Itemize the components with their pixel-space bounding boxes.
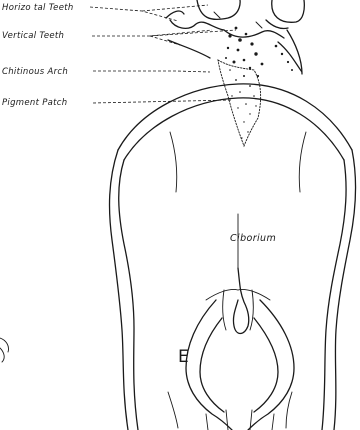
body-outline [110,132,356,430]
ciborium [186,214,294,430]
pigment-patch [218,27,293,146]
label-horizontal-teeth: Horizo tal Teeth [2,3,74,13]
label-chitinous-arch: Chitinous Arch [2,67,68,77]
label-ciborium: Ciborium [230,233,276,244]
label-pigment-patch: Pigment Patch [2,98,67,108]
edge-fragment [0,338,9,362]
label-vertical-teeth: Vertical Teeth [2,31,64,41]
chitinous-arch [118,84,352,160]
